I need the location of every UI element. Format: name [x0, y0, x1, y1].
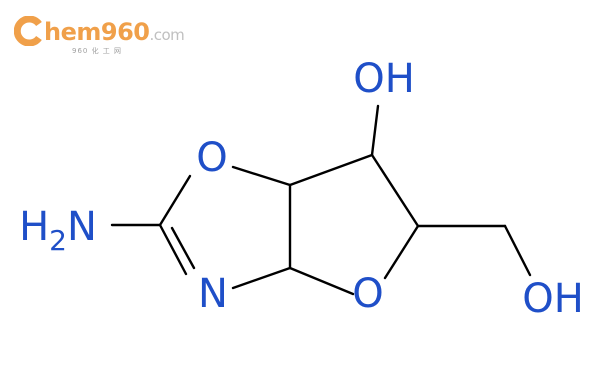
- atom-nh2: H2N: [19, 204, 97, 257]
- bond-c7-oh: [370, 104, 380, 157]
- atom-o-ring2: O: [352, 271, 383, 317]
- bond-o1-c7a: [231, 165, 292, 187]
- bond-c2-n3: [158, 223, 188, 276]
- atom-labels: OH O H2N N O OH: [19, 56, 584, 322]
- bond-c7-c6: [370, 153, 420, 228]
- chem960-logo[interactable]: hem960.com 960 化 工 网: [14, 16, 185, 55]
- atom-oh-top: OH: [353, 56, 415, 102]
- logo-brand-text: hem960: [44, 18, 150, 46]
- bond-n3-c3a: [231, 266, 292, 290]
- atom-o-ring1: O: [196, 135, 227, 181]
- logo-subtitle: 960 化 工 网: [72, 47, 123, 55]
- bond-c2-n3-double: [170, 226, 196, 270]
- atom-n-ring: N: [198, 271, 228, 317]
- bonds: [110, 104, 532, 296]
- bond-c6-o4: [383, 224, 420, 280]
- bond-o4-c3a: [288, 266, 355, 296]
- bond-c5-oh: [503, 224, 532, 277]
- bond-c7a-c7: [288, 153, 374, 187]
- bond-c2-o1: [158, 174, 192, 227]
- logo-c-icon: [14, 16, 42, 46]
- logo-suffix: .com: [149, 26, 185, 44]
- logo-brand: hem960.com: [44, 18, 185, 46]
- atom-oh-bottom: OH: [522, 276, 584, 322]
